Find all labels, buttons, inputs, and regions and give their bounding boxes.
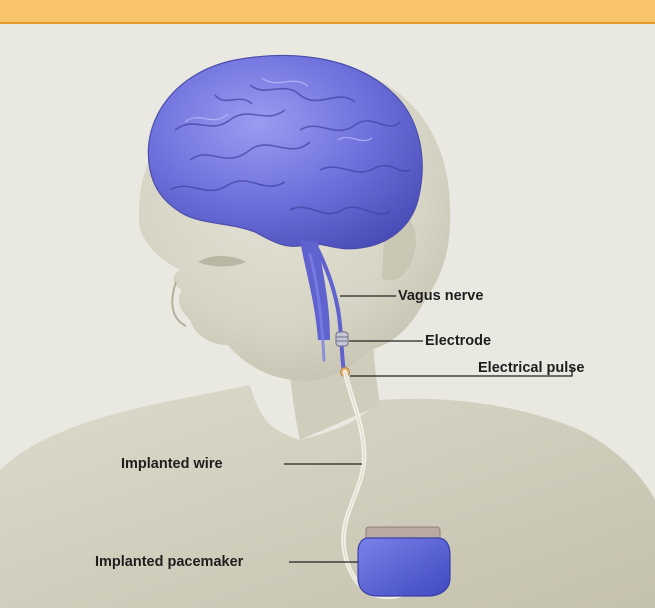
label-implanted-wire: Implanted wire [121, 455, 223, 473]
label-implanted-pacemaker: Implanted pacemaker [95, 553, 243, 571]
pacemaker [358, 527, 450, 596]
electrode [336, 332, 348, 346]
label-vagus-nerve: Vagus nerve [398, 287, 483, 305]
label-electrode: Electrode [425, 332, 491, 350]
label-electrical-pulse: Electrical pulse [478, 359, 584, 377]
